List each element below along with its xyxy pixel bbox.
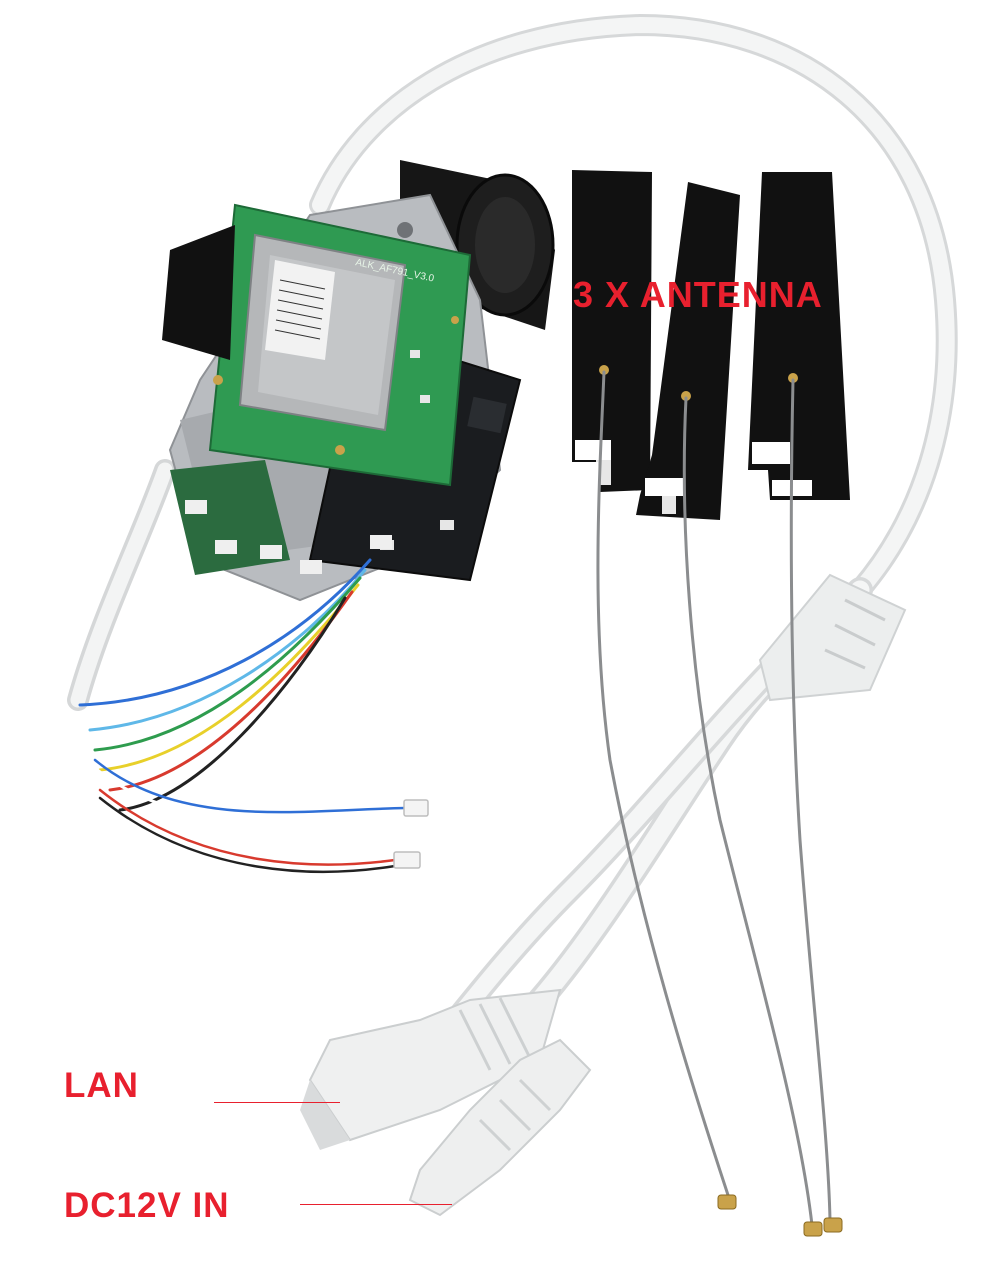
white-cable-loop [309, 13, 958, 601]
coax-leads [596, 370, 832, 1227]
antenna-3 [748, 172, 850, 500]
ufl-connectors [717, 1194, 843, 1237]
antenna-label: 3 X ANTENNA [573, 274, 823, 315]
signal-wires [78, 558, 372, 812]
antenna-2 [636, 182, 740, 520]
lan-connector [300, 988, 562, 1150]
wireless-adapter-board [162, 203, 472, 487]
side-connectors [170, 460, 392, 575]
lens-housing [400, 160, 555, 330]
lan-leader-line [214, 1102, 340, 1103]
dc-power-connector [408, 1038, 592, 1217]
antenna-1 [572, 170, 652, 492]
dc-in-leader-line [300, 1204, 452, 1205]
pigtail-connectors [393, 799, 429, 869]
harness-splitter [428, 573, 907, 1052]
pigtail-wires [93, 758, 407, 873]
lan-label: LAN [64, 1066, 139, 1105]
dc-in-label: DC12V IN [64, 1186, 230, 1225]
left-white-cable [67, 459, 176, 711]
